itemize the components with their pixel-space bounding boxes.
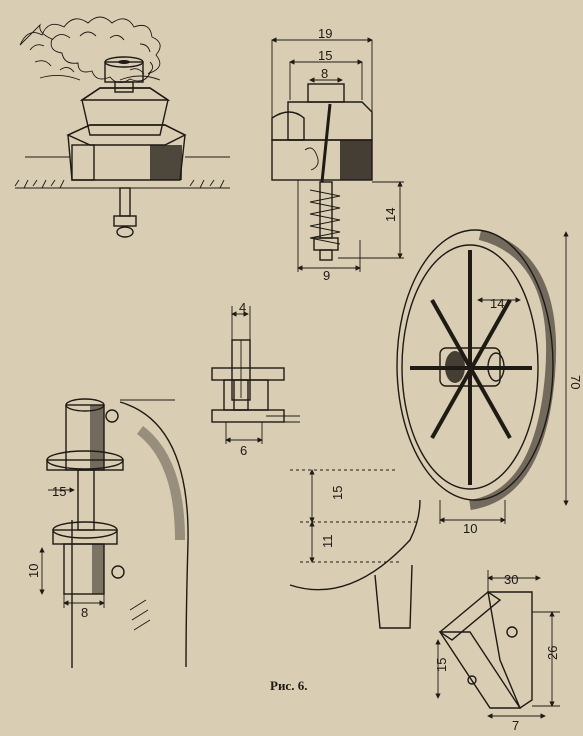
lower-collar	[52, 521, 118, 545]
nozzle-section-drawing: 4 6	[211, 300, 300, 458]
dim-8-axle-label: 8	[81, 605, 88, 620]
dim-11-stand: 11	[300, 521, 400, 563]
upper-collar	[46, 450, 124, 471]
dim-70: 70	[563, 231, 583, 506]
flywheel-drawing: 14 70 10	[396, 229, 583, 536]
dim-4: 4	[231, 300, 251, 340]
dim-19: 19	[271, 26, 373, 150]
dim-70-label: 70	[568, 375, 583, 389]
wheel-hub	[416, 347, 505, 387]
axle-drawing: 15 10 8	[26, 398, 189, 668]
spring	[309, 189, 341, 245]
dim-15-top: 15	[289, 48, 363, 100]
dim-14-nut: 14	[338, 181, 404, 259]
axle-shaft	[77, 469, 95, 531]
spring-bolt	[313, 181, 339, 261]
dim-8-top: 8	[309, 66, 343, 83]
dim-10-wheel: 10	[439, 500, 506, 536]
dim-14-hub-label: 14	[490, 296, 504, 311]
upper-cylinder	[65, 398, 119, 471]
frame-curve	[71, 399, 189, 668]
figure-caption: Рис. 6.	[270, 678, 307, 693]
wheel-rim	[396, 229, 557, 510]
dim-30-label: 30	[504, 572, 518, 587]
dim-8-top-label: 8	[321, 66, 328, 81]
sectioned-nut-body	[271, 83, 373, 183]
dim-9-label: 9	[323, 268, 330, 283]
dim-15-stand-label: 15	[330, 486, 345, 500]
bracket-drawing: 30 26 15 7	[434, 570, 560, 733]
wheel-spokes	[410, 250, 532, 485]
dim-10-axle-label: 10	[26, 564, 41, 578]
steam-nut-sketch	[14, 16, 230, 238]
dim-11-stand-label: 11	[320, 535, 335, 549]
dim-30: 30	[487, 570, 541, 592]
dim-15-top-label: 15	[318, 48, 332, 63]
dim-15-stand: 15	[300, 469, 420, 523]
dim-4-label: 4	[239, 300, 246, 315]
upper-hex-nut	[79, 81, 171, 136]
lower-hex-nut	[66, 124, 187, 181]
nut-section-drawing: 19 15 8	[271, 26, 404, 283]
nozzle-body	[211, 339, 300, 423]
dim-10-axle: 10	[26, 547, 45, 595]
dim-10-wheel-label: 10	[463, 521, 477, 536]
dim-19-label: 19	[318, 26, 332, 41]
steam-cloud	[19, 16, 161, 83]
dim-26: 26	[532, 611, 560, 707]
dim-15-bracket: 15	[434, 639, 449, 699]
stand-outline-drawing: 15 11	[289, 469, 421, 629]
dim-9: 9	[297, 180, 361, 283]
ground-surface	[14, 156, 230, 189]
dim-6-label: 6	[240, 443, 247, 458]
dim-6: 6	[225, 422, 263, 458]
dim-15-axle: 15	[48, 484, 75, 499]
dim-15-axle-label: 15	[52, 484, 66, 499]
lower-cylinder	[63, 543, 125, 595]
dim-8-axle: 8	[63, 594, 105, 620]
dim-7: 7	[487, 713, 546, 733]
dim-14-nut-label: 14	[383, 208, 398, 222]
dim-14-hub: 14	[477, 296, 521, 311]
dim-26-label: 26	[545, 646, 560, 660]
bracket-plate	[438, 591, 533, 710]
dim-7-label: 7	[512, 718, 519, 733]
dim-15-bracket-label: 15	[434, 658, 449, 672]
bottom-bolt	[113, 187, 137, 238]
